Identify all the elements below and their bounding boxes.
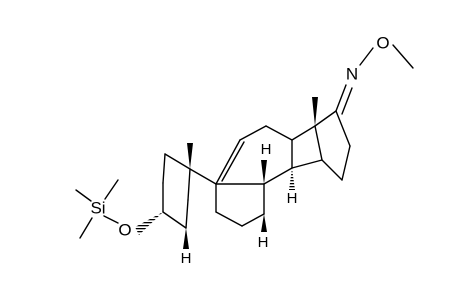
c14-h-hashed-wedge [289, 168, 295, 190]
ring-a-bonds [162, 153, 191, 229]
oxime-group: N O [335, 33, 414, 115]
h-c14-label: H [287, 190, 298, 207]
silicon-label: Si [90, 198, 105, 217]
c3-o-hashed-wedge [135, 212, 163, 235]
c5-h-wedge [183, 228, 189, 249]
h-c5-label: H [181, 250, 192, 267]
stereo-hydrogens: H H H H [181, 141, 298, 267]
oxime-oxygen-label: O [376, 33, 389, 52]
ring-c-bonds [215, 125, 293, 185]
tms-ether-group: O Si [75, 179, 163, 239]
c8-h-wedge [261, 160, 267, 184]
nitrogen-label: N [346, 64, 358, 83]
ring-d-bonds [291, 110, 351, 181]
c10-methyl-wedge [187, 143, 193, 169]
c9-h-wedge [261, 214, 267, 232]
c13-methyl-wedge [312, 97, 318, 126]
ring-b-bonds [189, 168, 265, 227]
h-c8-label: H [261, 141, 272, 158]
ether-oxygen-label: O [118, 220, 131, 239]
h-c9-label: H [258, 234, 269, 251]
